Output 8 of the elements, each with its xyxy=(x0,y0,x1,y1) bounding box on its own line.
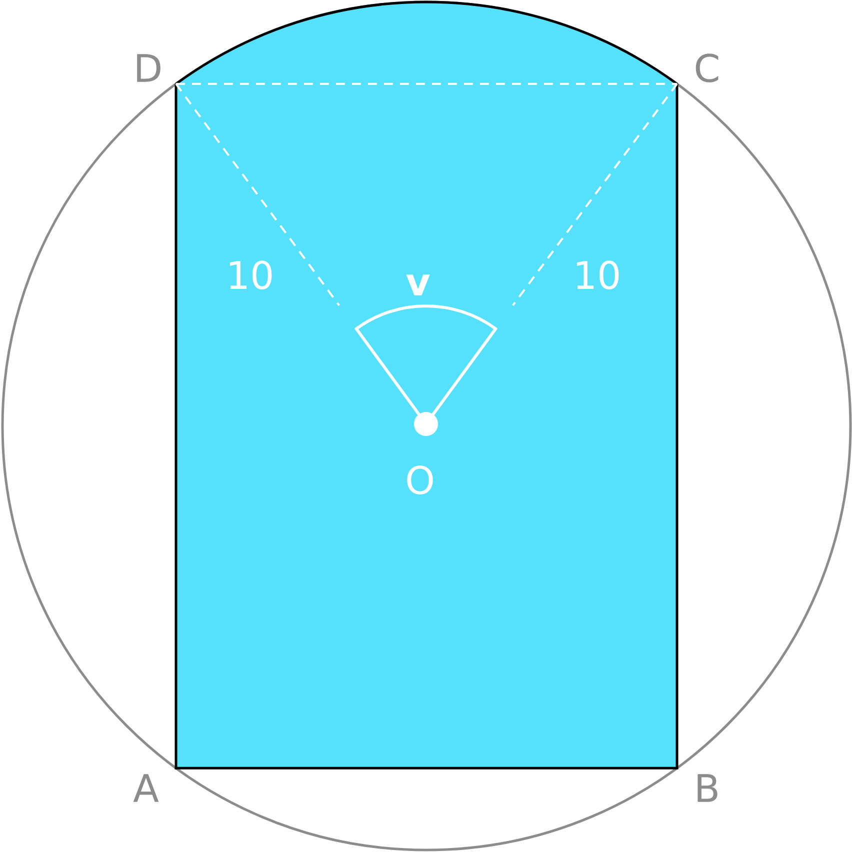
point-label: D xyxy=(137,54,160,82)
point-label: O xyxy=(407,466,433,494)
point-label: C xyxy=(696,54,718,82)
angle-label: v xyxy=(406,274,430,296)
point-label: A xyxy=(133,774,159,802)
length-label: 10 xyxy=(230,260,272,290)
point-label: B xyxy=(698,774,718,802)
length-label: 10 xyxy=(577,260,619,290)
